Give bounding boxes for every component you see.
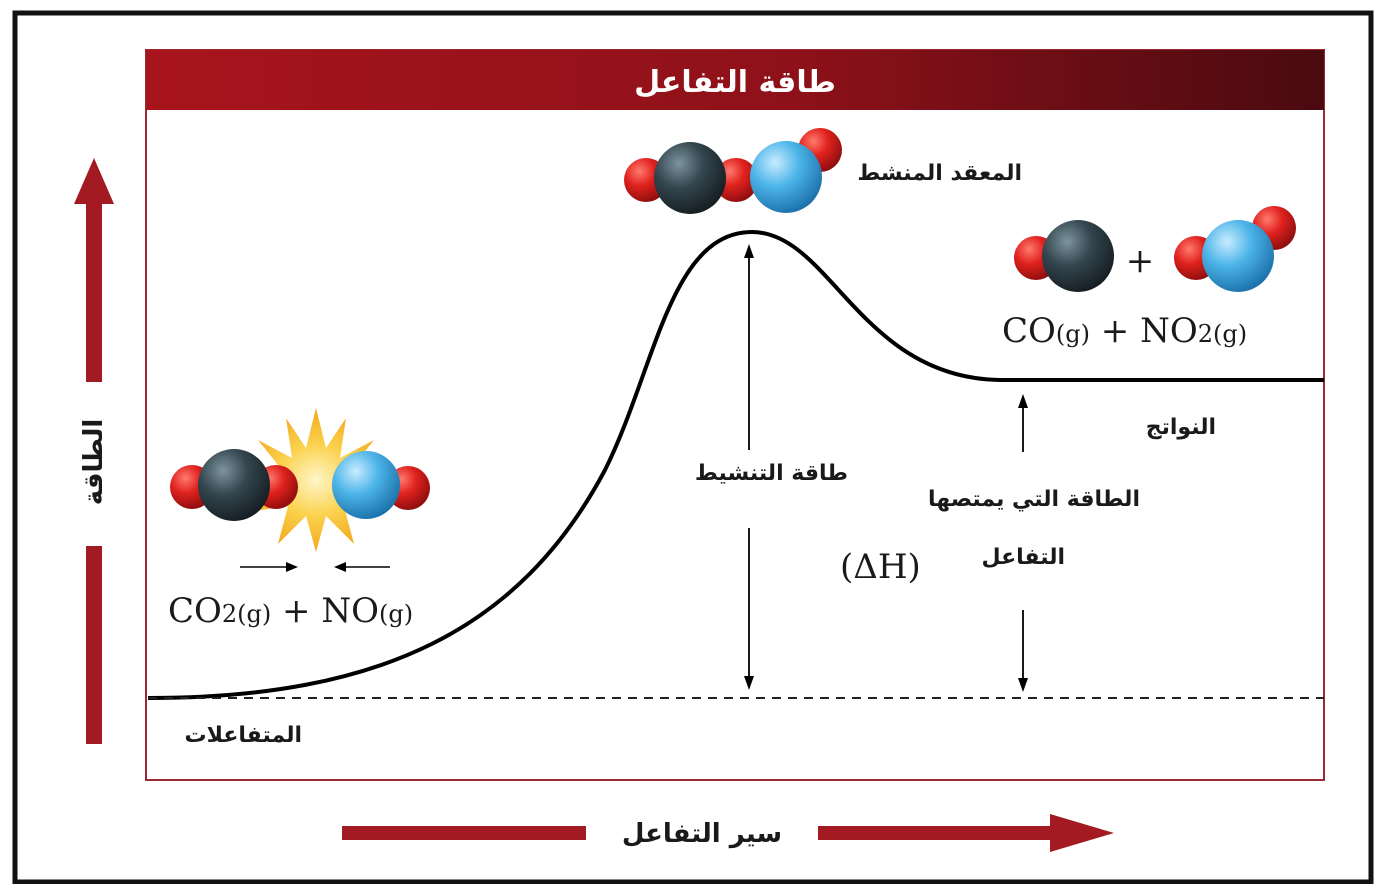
reactants-label: المتفاعلات bbox=[185, 723, 302, 748]
absorbed-energy-label-line1: الطاقة التي يمتصها bbox=[928, 487, 1140, 512]
activated-complex-molecule-icon bbox=[624, 128, 842, 214]
absorbed-energy-label-line2: التفاعل bbox=[981, 545, 1065, 570]
products-formula: CO(g) + NO2(g) bbox=[1002, 311, 1247, 351]
reactants-formula: CO2(g) + NO(g) bbox=[168, 591, 413, 631]
delta-h-symbol: (ΔH) bbox=[840, 547, 921, 587]
co2-molecule-icon bbox=[170, 449, 298, 521]
products-label: النواتج bbox=[1146, 415, 1216, 440]
y-axis-label: الطاقة bbox=[79, 419, 109, 506]
no-molecule-icon bbox=[332, 451, 430, 519]
no2-molecule-icon bbox=[1174, 206, 1296, 292]
activation-energy-arrow bbox=[744, 244, 754, 690]
product-plus-sign: + bbox=[1126, 241, 1155, 281]
activation-energy-label: طاقة التنشيط bbox=[695, 461, 848, 486]
title-bar bbox=[146, 50, 1324, 110]
co-molecule-icon bbox=[1014, 220, 1114, 292]
energy-curve bbox=[147, 229, 1324, 700]
y-axis-arrow bbox=[74, 158, 114, 744]
activated-complex-label: المعقد المنشط bbox=[857, 161, 1022, 186]
delta-h-arrow bbox=[1018, 394, 1028, 692]
x-axis-label: سير التفاعل bbox=[622, 819, 782, 849]
x-axis-arrow bbox=[342, 814, 1114, 852]
approach-arrows bbox=[240, 562, 390, 572]
diagram-title: طاقة التفاعل bbox=[634, 65, 836, 100]
collision-burst-icon bbox=[240, 408, 392, 552]
